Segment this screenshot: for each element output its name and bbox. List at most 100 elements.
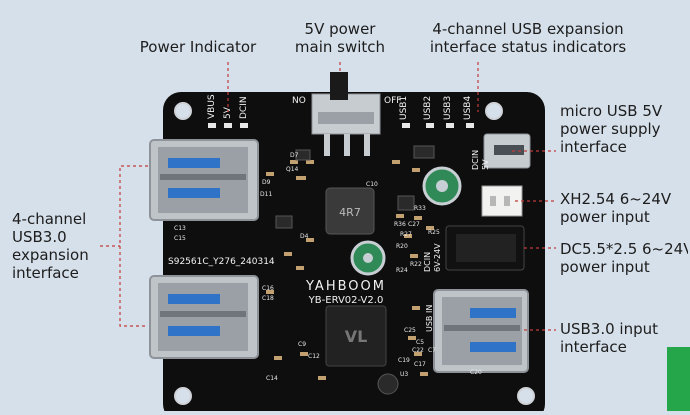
mounting-hole-icon bbox=[174, 387, 192, 405]
part-label: C22 bbox=[412, 347, 424, 354]
status-led bbox=[446, 123, 454, 128]
part-label: D9 bbox=[262, 179, 271, 186]
silk-model: YB-ERV02-V2.0 bbox=[308, 295, 384, 306]
label-line: 5V power bbox=[304, 20, 376, 38]
switch-knob bbox=[330, 72, 348, 100]
dc-jack bbox=[445, 225, 525, 271]
capacitor-top bbox=[422, 166, 462, 206]
smd-components bbox=[266, 160, 434, 380]
part-label: R22 bbox=[410, 261, 422, 268]
part-label: C27 bbox=[408, 221, 420, 228]
label-line: micro USB 5V bbox=[560, 102, 663, 120]
smd-ics bbox=[275, 145, 435, 229]
silk-dcin-6v-a: DCIN bbox=[423, 252, 432, 272]
usb-hub-chip: VL bbox=[325, 305, 387, 367]
label-line: interface bbox=[12, 264, 79, 282]
silk-dcin-6v-b: 6V-24V bbox=[433, 243, 442, 272]
leader-lines bbox=[100, 62, 556, 331]
main-switch bbox=[311, 72, 381, 156]
usb-port-bottom-left bbox=[149, 275, 259, 359]
label-line: 4-channel USB expansion bbox=[432, 20, 624, 38]
status-led bbox=[402, 123, 410, 128]
part-label: D11 bbox=[260, 191, 272, 198]
silkscreen: VBUS 5V DCIN NO OFF USB1 USB2 USB3 USB4 … bbox=[168, 94, 490, 332]
silk-off: OFF bbox=[384, 96, 401, 106]
silk-vbus: VBUS bbox=[207, 94, 217, 119]
usb-status-leds bbox=[402, 123, 474, 128]
status-led bbox=[426, 123, 434, 128]
part-label: C18 bbox=[262, 295, 274, 302]
part-label: C20 bbox=[470, 369, 482, 376]
label-power-indicator: Power Indicator bbox=[128, 38, 268, 56]
label-usb30-input: USB3.0 input interface bbox=[560, 320, 688, 356]
part-label: C14 bbox=[266, 375, 278, 382]
part-label: R36 bbox=[394, 221, 406, 228]
silk-usb4: USB4 bbox=[463, 96, 473, 120]
power-led bbox=[224, 123, 232, 128]
label-line: power input bbox=[560, 208, 650, 226]
part-label: C17 bbox=[414, 361, 426, 368]
micro-usb-connector bbox=[483, 133, 531, 169]
chip-logo: VL bbox=[345, 327, 368, 346]
silk-serial: S92561C_Y276_240314 bbox=[168, 257, 275, 267]
label-main-switch: 5V power main switch bbox=[280, 20, 400, 56]
inductor-label: 4R7 bbox=[339, 206, 361, 219]
label-usb-status: 4-channel USB expansion interface status… bbox=[408, 20, 648, 56]
part-label: D4 bbox=[300, 233, 309, 240]
part-label: R33 bbox=[414, 205, 426, 212]
silk-dcin-5v-a: DCIN bbox=[471, 150, 480, 170]
part-label: R27 bbox=[400, 231, 412, 238]
label-line: power input bbox=[560, 258, 650, 276]
part-label: C10 bbox=[366, 181, 378, 188]
silk-dcin-5v-b: 5V bbox=[481, 159, 490, 170]
green-tab-decoration bbox=[667, 347, 690, 411]
part-label: C12 bbox=[308, 353, 320, 360]
mounting-hole-icon bbox=[485, 102, 503, 120]
label-line: expansion bbox=[12, 246, 89, 264]
silk-no: NO bbox=[292, 96, 306, 106]
silk-usb1: USB1 bbox=[399, 96, 409, 120]
part-label: Q14 bbox=[286, 166, 299, 173]
silk-usb-in: USB IN bbox=[425, 305, 434, 332]
silk-5v: 5V bbox=[223, 106, 233, 119]
part-label: R25 bbox=[428, 229, 440, 236]
label-line: XH2.54 6~24V bbox=[560, 190, 672, 208]
label-line: USB3.0 bbox=[12, 228, 67, 246]
label-micro-usb: micro USB 5V power supply interface bbox=[560, 102, 688, 156]
mounting-holes bbox=[174, 102, 535, 405]
silk-brand: YAHBOOM bbox=[305, 279, 386, 294]
part-label: C25 bbox=[404, 327, 416, 334]
button-component bbox=[377, 373, 399, 395]
mounting-hole-icon bbox=[174, 102, 192, 120]
mounting-hole-icon bbox=[517, 387, 535, 405]
part-label: C16 bbox=[262, 285, 274, 292]
label-line: interface bbox=[560, 138, 627, 156]
label-dc55: DC5.5*2.5 6~24V power input bbox=[560, 240, 688, 276]
label-line: power supply bbox=[560, 120, 661, 138]
part-label: C7 bbox=[428, 347, 436, 354]
label-line: Power Indicator bbox=[139, 38, 257, 56]
silk-dcin: DCIN bbox=[239, 96, 249, 119]
part-label: U3 bbox=[400, 371, 408, 378]
inductor: 4R7 bbox=[325, 187, 375, 235]
label-line: interface status indicators bbox=[429, 38, 627, 56]
label-usb30-expansion: 4-channel USB3.0 expansion interface bbox=[12, 210, 112, 282]
label-line: DC5.5*2.5 6~24V bbox=[560, 240, 688, 258]
label-line: interface bbox=[560, 338, 627, 356]
label-xh254: XH2.54 6~24V power input bbox=[560, 190, 688, 226]
leader-usb30-expansion bbox=[100, 165, 148, 327]
usb-input-port bbox=[433, 289, 529, 373]
silk-usb2: USB2 bbox=[423, 96, 433, 120]
label-line: USB3.0 input bbox=[560, 320, 658, 338]
part-label: C13 bbox=[174, 225, 186, 232]
silk-usb3: USB3 bbox=[443, 96, 453, 120]
part-label: C5 bbox=[416, 339, 424, 346]
part-label: R24 bbox=[396, 267, 408, 274]
power-leds bbox=[208, 123, 248, 128]
usb-port-top-left bbox=[149, 139, 259, 221]
status-led bbox=[466, 123, 474, 128]
part-label: C19 bbox=[398, 357, 410, 364]
part-label: C15 bbox=[174, 235, 186, 242]
